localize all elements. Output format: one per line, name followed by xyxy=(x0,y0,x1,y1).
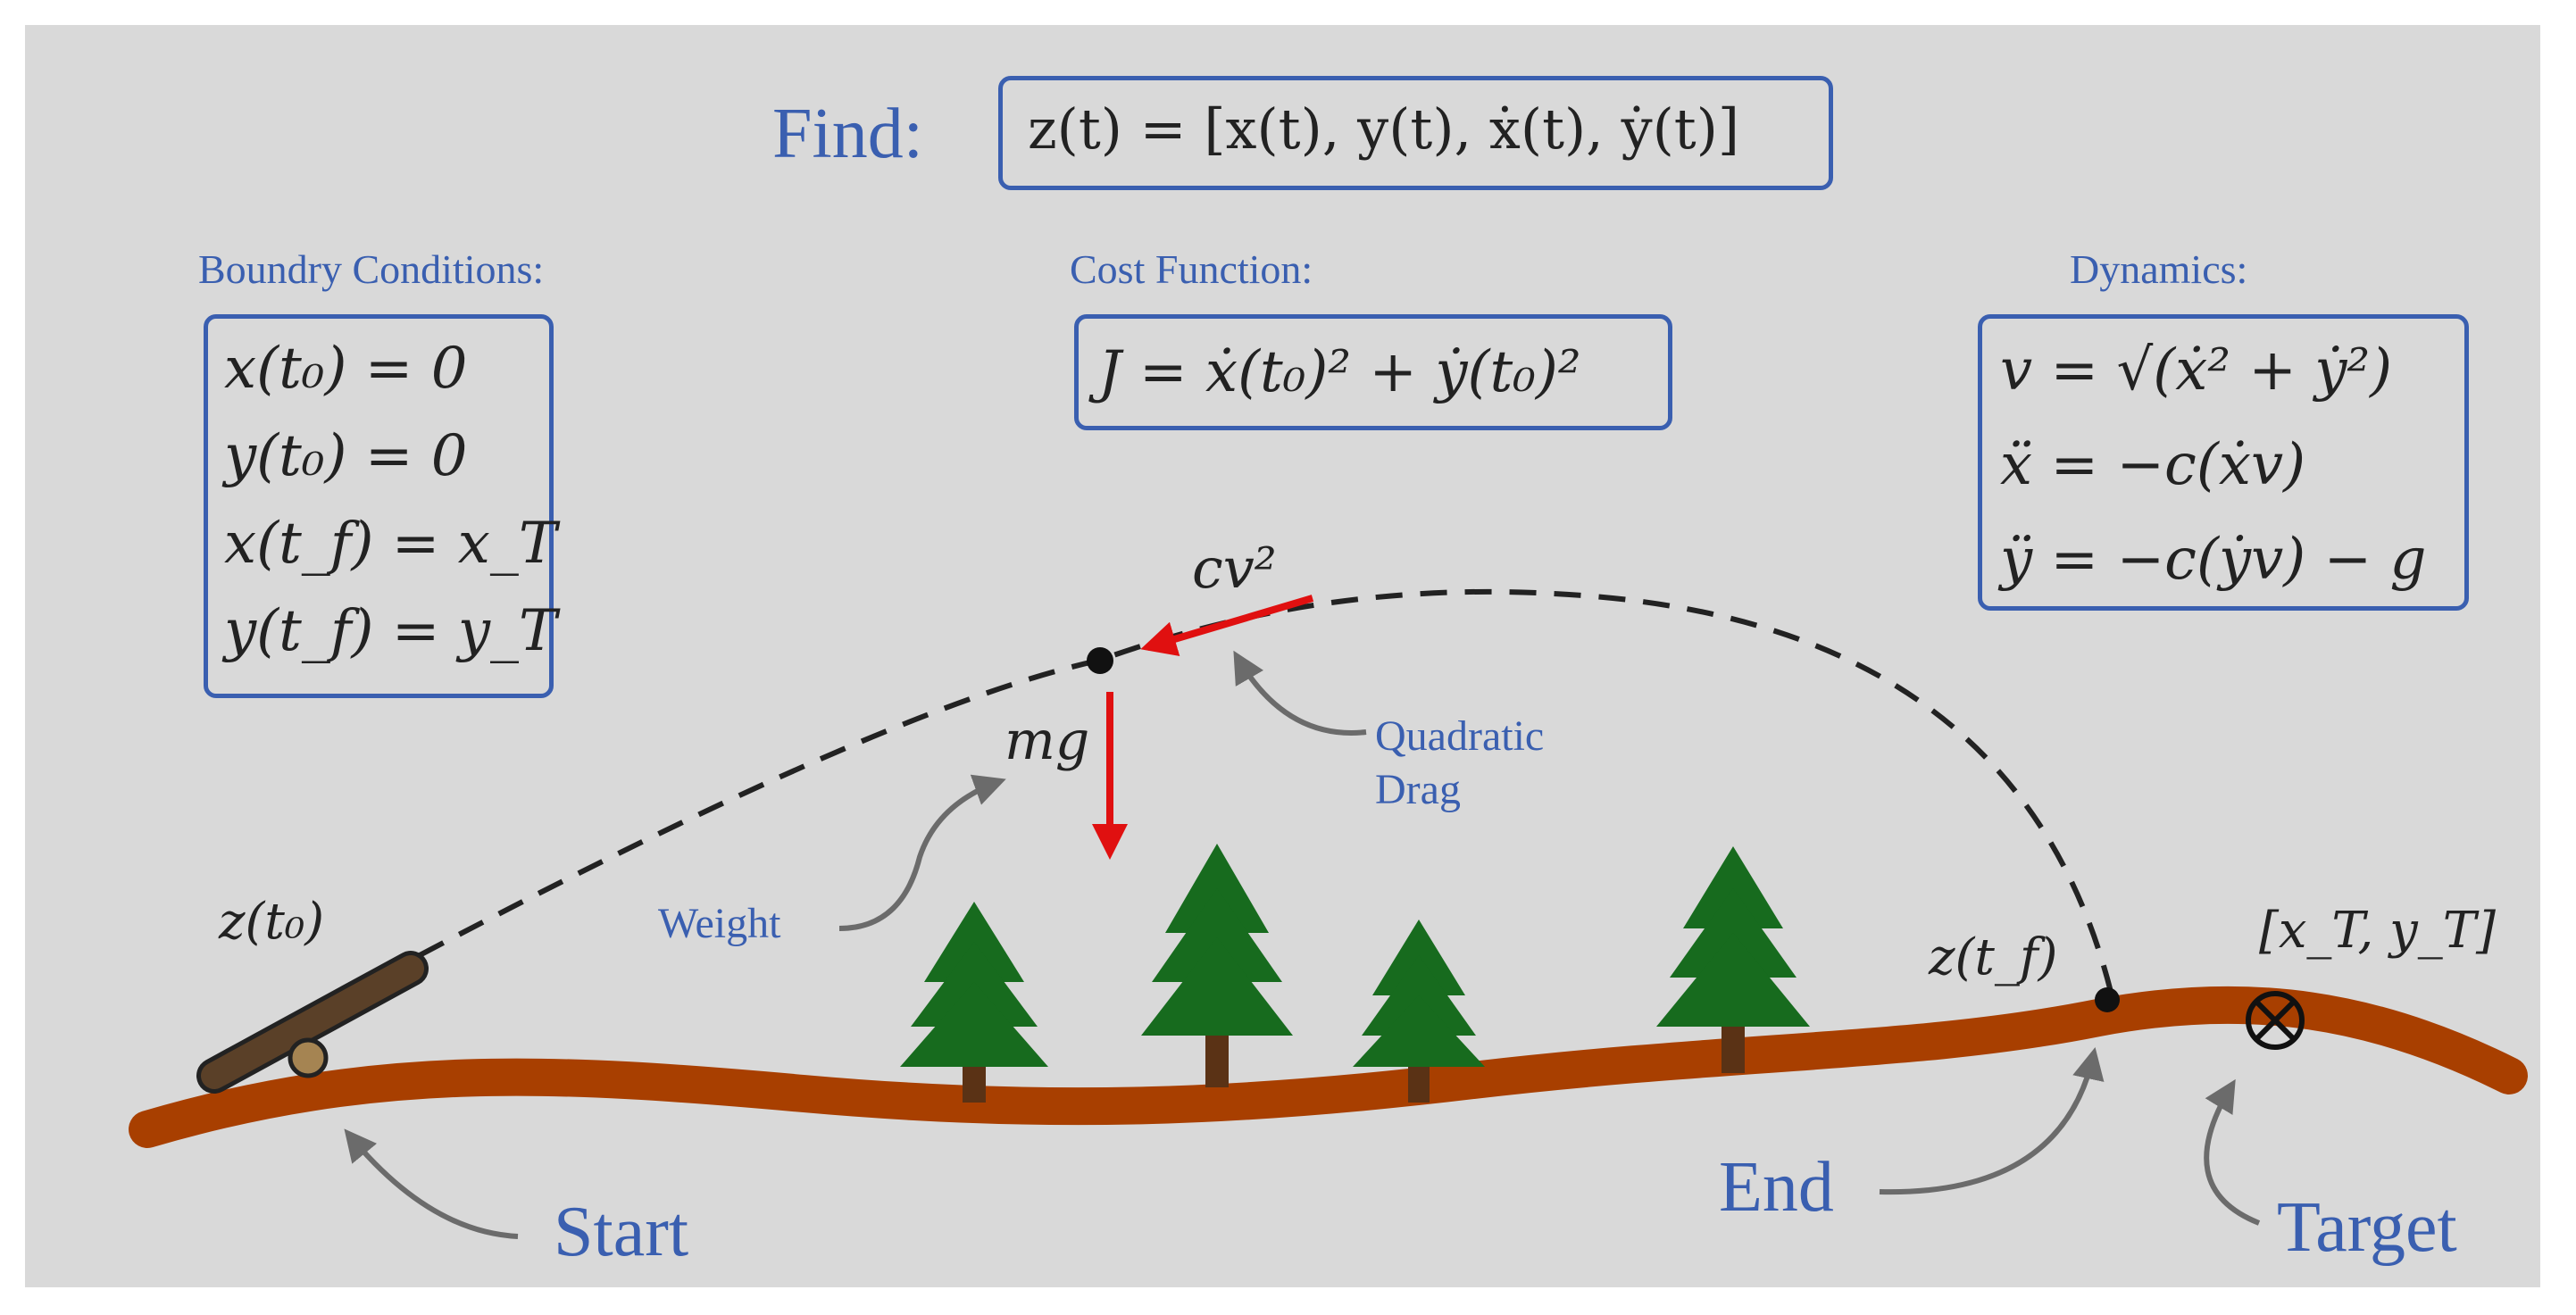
end-point xyxy=(2095,987,2120,1012)
find-equation-box: z(t) = [x(t), y(t), ẋ(t), ẏ(t)] xyxy=(998,76,1833,190)
trajectory-path xyxy=(418,588,2114,996)
end-pointer xyxy=(1879,1046,2105,1195)
dynamics-box: v = √(ẋ² + ẏ²) ẍ = −c(ẋv) ÿ = −c(ẏv) − g xyxy=(1978,314,2469,611)
cannon-icon xyxy=(196,951,429,1094)
dynamics-line-3: ÿ = −c(ẏv) − g xyxy=(2000,527,2427,593)
target-pointer xyxy=(2204,1078,2261,1226)
projectile-point xyxy=(1087,647,1113,674)
find-equation: z(t) = [x(t), y(t), ẋ(t), ẏ(t)] xyxy=(1028,96,1740,162)
circled-x-icon xyxy=(2246,991,2305,1050)
find-label: Find: xyxy=(772,95,923,173)
weight-label: Weight xyxy=(658,900,781,947)
target-coords-label: [x_T, y_T] xyxy=(2259,902,2496,960)
drag-force-label: cv² xyxy=(1192,536,1277,601)
end-label: End xyxy=(1719,1148,1834,1227)
cost-box: J = ẋ(t₀)² + ẏ(t₀)² xyxy=(1074,314,1672,430)
start-label: Start xyxy=(554,1193,689,1271)
pine-tree-icon xyxy=(1353,920,1485,1103)
boundary-box: x(t₀) = 0 y(t₀) = 0 x(t_f) = x_T y(t_f) … xyxy=(204,314,557,698)
boundary-line-4: y(t_f) = y_T xyxy=(224,598,557,664)
target-label: Target xyxy=(2277,1188,2457,1267)
quadratic-text: Quadratic xyxy=(1375,712,1545,760)
quadratic-drag-label: Quadratic Drag xyxy=(1375,710,1544,817)
boundary-line-1: x(t₀) = 0 xyxy=(224,336,468,402)
z-tf-label: z(t_f) xyxy=(1929,928,2058,986)
pine-tree-icon xyxy=(900,902,1048,1103)
weight-force-label: mg xyxy=(1005,710,1090,772)
dynamics-title: Dynamics: xyxy=(2070,246,2248,292)
ground xyxy=(129,986,2528,1148)
pine-tree-icon xyxy=(1656,846,1810,1073)
drag-text: Drag xyxy=(1375,766,1461,813)
dynamics-line-2: ẍ = −c(ẋv) xyxy=(2000,432,2306,498)
start-pointer xyxy=(344,1128,519,1239)
cost-equation: J = ẋ(t₀)² + ẏ(t₀)² xyxy=(1098,339,1581,405)
weight-pointer xyxy=(838,774,1006,931)
pine-tree-icon xyxy=(1141,844,1293,1087)
quadratic-drag-pointer xyxy=(1233,650,1367,736)
dynamics-line-1: v = √(ẋ² + ẏ²) xyxy=(2000,337,2393,404)
boundary-line-2: y(t₀) = 0 xyxy=(224,423,468,489)
cost-title: Cost Function: xyxy=(1070,246,1313,292)
boundary-line-3: x(t_f) = x_T xyxy=(224,511,557,577)
drag-force-arrow xyxy=(1140,595,1314,657)
z-t0-label: z(t₀) xyxy=(219,893,325,951)
boundary-title: Boundry Conditions: xyxy=(198,246,545,292)
